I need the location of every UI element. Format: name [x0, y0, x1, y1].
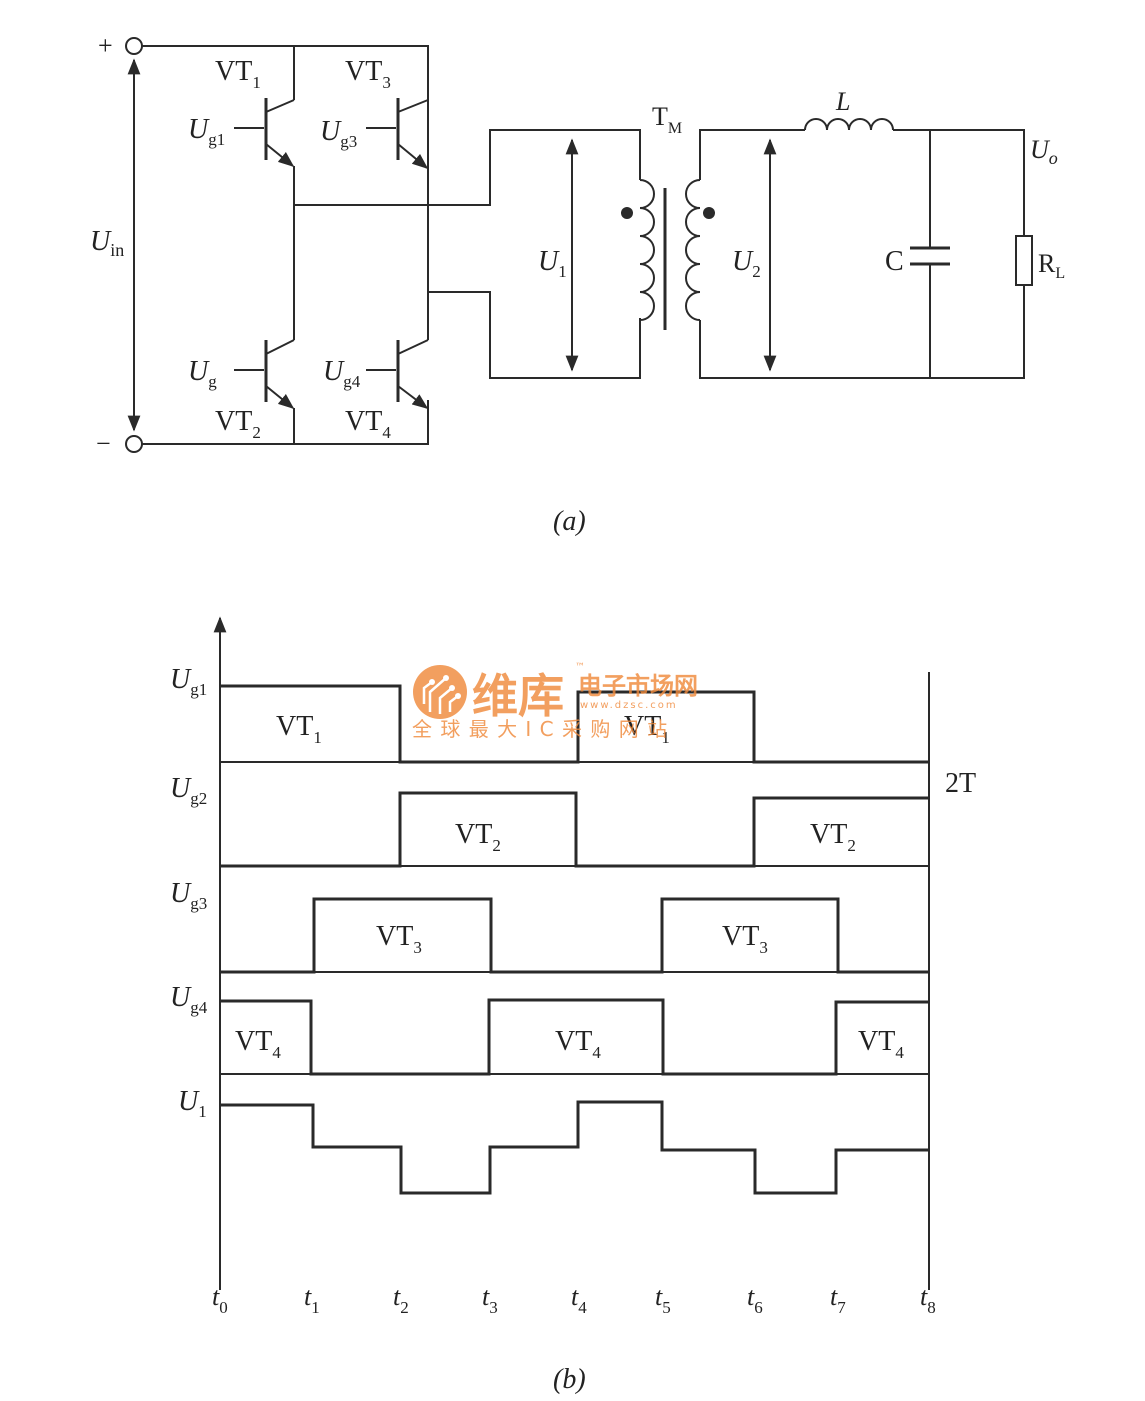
plus-label: +: [98, 31, 113, 60]
pulse-label-vt2-a: VT2: [455, 819, 501, 855]
ug4-label: Ug4: [323, 356, 361, 391]
primary-top-wire: [294, 129, 641, 206]
vt3-label: VT3: [345, 56, 391, 92]
timing-diagram: [213, 616, 930, 1290]
ug2-waveform: [220, 791, 929, 868]
minus-label: −: [96, 429, 111, 458]
tick-t1: t1: [304, 1282, 320, 1317]
tick-t0: t0: [212, 1282, 228, 1317]
ug4-waveform: [220, 998, 929, 1076]
row-label-ug2: Ug2: [170, 773, 207, 808]
top-rail: [142, 45, 429, 168]
uin-label: Uin: [90, 226, 124, 260]
tick-t6: t6: [747, 1282, 763, 1317]
ug3-label: Ug3: [320, 116, 357, 151]
pulse-label-vt4-c: VT4: [858, 1026, 904, 1062]
uo-label: Uo: [1030, 135, 1058, 168]
pulse-label-vt4-b: VT4: [555, 1026, 601, 1062]
tick-t5: t5: [655, 1282, 671, 1317]
pulse-label-vt3-a: VT3: [376, 921, 422, 957]
watermark-tagline: 电子市场网: [578, 672, 698, 700]
capacitor: [910, 130, 950, 378]
pulse-label-vt3-b: VT3: [722, 921, 768, 957]
row-label-u1: U1: [178, 1086, 207, 1121]
vt1-label: VT1: [215, 56, 261, 92]
vt1-transistor: [234, 98, 295, 168]
caption-a: (a): [553, 506, 586, 537]
row-label-ug3: Ug3: [170, 878, 207, 913]
row-label-ug4: Ug4: [170, 982, 208, 1017]
tick-t7: t7: [830, 1282, 846, 1317]
watermark-slogan: 全 球 最 大 I C 采 购 网 站: [412, 717, 668, 741]
tick-t2: t2: [393, 1282, 409, 1317]
u1-waveform: [220, 1100, 929, 1195]
watermark-brand: 维库: [472, 669, 564, 723]
inductor-label: L: [835, 87, 850, 116]
capacitor-label: C: [885, 246, 904, 277]
pulse-label-vt4-a: VT4: [235, 1026, 281, 1062]
caption-b: (b): [553, 1364, 586, 1395]
period-label: 2T: [945, 768, 976, 799]
vt2-transistor: [234, 339, 295, 410]
transformer: [621, 179, 715, 330]
tick-t3: t3: [482, 1282, 498, 1317]
inductor: [804, 118, 894, 131]
vt2-label: VT2: [215, 406, 261, 442]
minus-terminal: [125, 435, 143, 453]
u1-label: U1: [538, 246, 567, 281]
watermark: 维库 ™ 电子市场网 www.dzsc.com 全 球 最 大 I C 采 购 …: [412, 662, 698, 741]
vt4-transistor: [366, 339, 429, 409]
pulse-label-vt1-a: VT1: [276, 711, 322, 747]
rl-label: RL: [1038, 249, 1065, 282]
u2-label: U2: [732, 246, 761, 281]
chip-logo-icon: [413, 665, 467, 719]
ug3-waveform: [220, 897, 929, 974]
pulse-label-vt1-b: VT1: [624, 711, 670, 747]
primary-bottom-wire: [428, 291, 641, 379]
tick-t4: t4: [571, 1282, 587, 1317]
row-label-ug1: Ug1: [170, 664, 207, 699]
tick-t8: t8: [920, 1282, 936, 1317]
watermark-url: www.dzsc.com: [580, 700, 678, 711]
load-resistor: [1015, 235, 1033, 286]
pulse-label-vt2-b: VT2: [810, 819, 856, 855]
tm-label: TM: [652, 102, 682, 137]
bottom-rail: [142, 400, 429, 445]
vt3-transistor: [366, 98, 429, 170]
vt4-label: VT4: [345, 406, 391, 442]
circuit-diagram: [125, 37, 1033, 453]
ug1-waveform: [220, 684, 929, 764]
watermark-tm: ™: [575, 662, 585, 673]
plus-terminal: [125, 37, 143, 55]
ug1-label: Ug1: [188, 114, 225, 149]
ug-label: Ug: [188, 356, 217, 391]
secondary-bottom-wire: [699, 285, 1025, 379]
